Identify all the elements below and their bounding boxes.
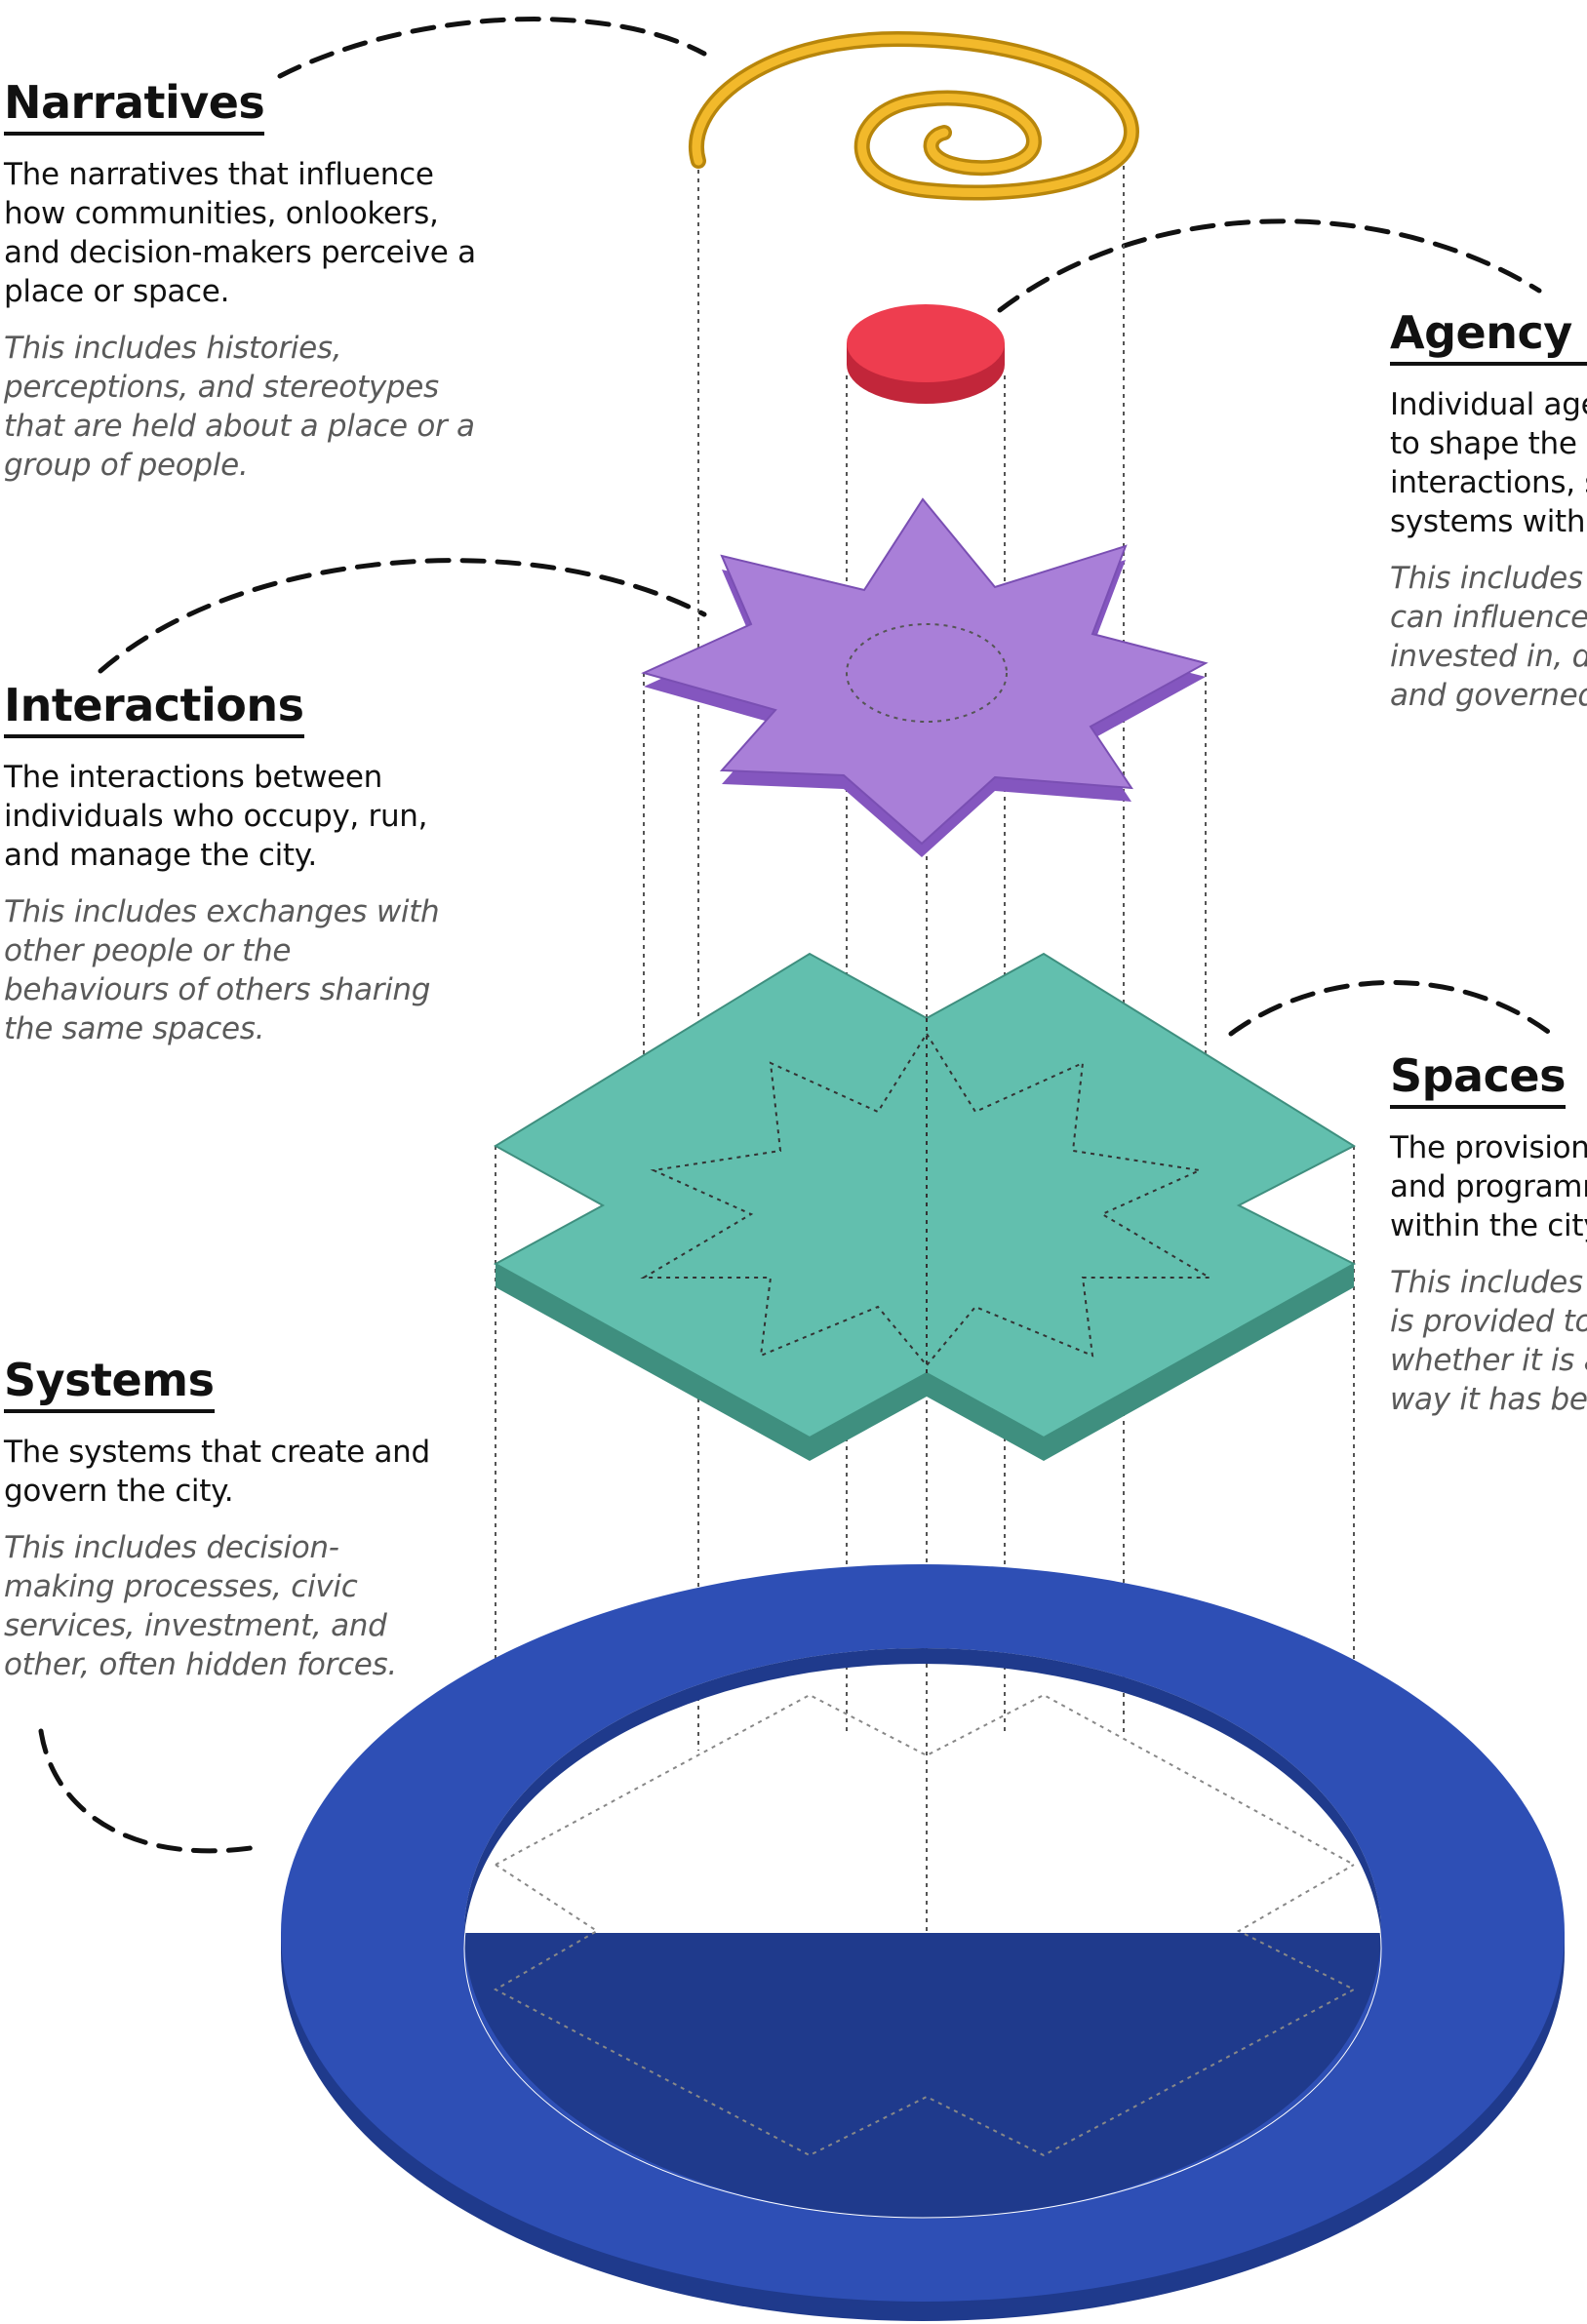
systems-title: Systems <box>4 1356 215 1413</box>
agency-title: Agency & <box>1390 308 1587 366</box>
leader-narratives <box>277 17 707 79</box>
systems-label: Systems The systems that create and gove… <box>4 1356 443 1684</box>
systems-note: This includes decision-making processes,… <box>4 1529 397 1682</box>
agency-note-line: This includes w <box>1390 560 1587 596</box>
agency-description-line: to shape the n <box>1390 425 1587 461</box>
agency-label: Agency & Individual age to shape the n i… <box>1390 308 1587 715</box>
interactions-star <box>641 497 1209 857</box>
systems-description: The systems that create and govern the c… <box>4 1434 430 1509</box>
agency-description-line: systems withi <box>1390 503 1587 539</box>
spaces-description-line: The provision, <box>1390 1129 1587 1165</box>
narratives-note: This includes histories, perceptions, an… <box>4 330 475 483</box>
interactions-note: This includes exchanges with other peopl… <box>4 893 440 1046</box>
interactions-description: The interactions between individuals who… <box>4 759 428 873</box>
spaces-cross <box>493 952 1357 1461</box>
narratives-description: The narratives that influence how commun… <box>4 156 476 309</box>
spaces-note-line: is provided to c <box>1390 1303 1587 1339</box>
narratives-spiral <box>689 30 1140 201</box>
spaces-note: This includes w is provided to c whether… <box>1390 1263 1587 1419</box>
agency-disc <box>847 304 1005 404</box>
narratives-label: Narratives The narratives that influence… <box>4 78 492 485</box>
narratives-title: Narratives <box>4 78 265 136</box>
agency-note-line: and governed. <box>1390 677 1587 713</box>
leader-spaces <box>1228 980 1554 1037</box>
spaces-note-line: This includes w <box>1390 1264 1587 1300</box>
spaces-title: Spaces <box>1390 1051 1566 1109</box>
spaces-description-line: and programm <box>1390 1168 1587 1204</box>
spaces-description: The provision, and programm within the c… <box>1390 1128 1587 1245</box>
spaces-note-line: way it has bee <box>1390 1381 1587 1417</box>
agency-description-line: Individual age <box>1390 386 1587 422</box>
systems-ring <box>281 1564 1565 2321</box>
agency-note: This includes w can influence h invested… <box>1390 559 1587 715</box>
spaces-note-line: whether it is af <box>1390 1342 1587 1378</box>
spaces-label: Spaces The provision, and programm withi… <box>1390 1051 1587 1419</box>
leader-systems <box>38 1728 266 1854</box>
agency-note-line: invested in, de <box>1390 638 1587 674</box>
leader-agency <box>997 218 1542 313</box>
spaces-description-line: within the city <box>1390 1207 1587 1243</box>
leader-lines <box>38 17 1554 1854</box>
agency-description: Individual age to shape the n interactio… <box>1390 385 1587 541</box>
agency-description-line: interactions, s <box>1390 464 1587 500</box>
interactions-label: Interactions The interactions between in… <box>4 681 453 1048</box>
leader-interactions <box>98 558 707 674</box>
agency-note-line: can influence h <box>1390 599 1587 635</box>
interactions-title: Interactions <box>4 681 304 738</box>
